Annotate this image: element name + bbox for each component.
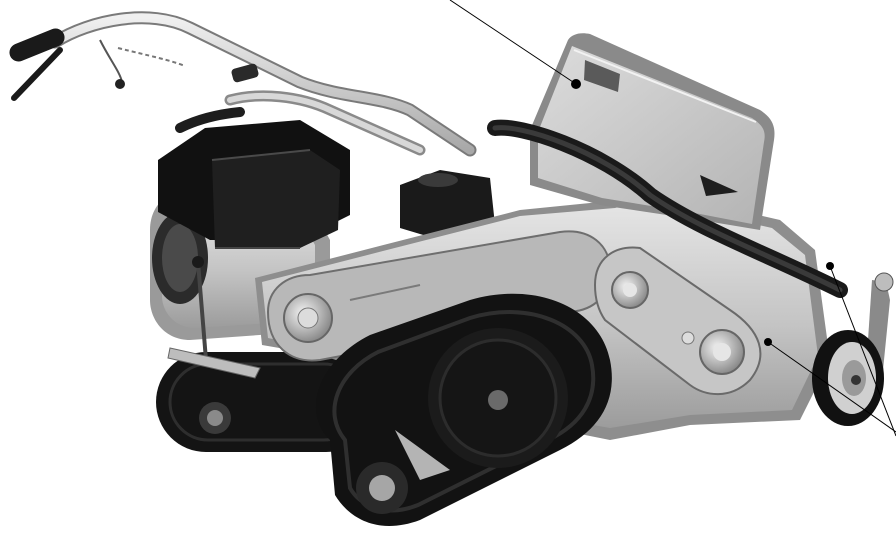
fuel-tank	[400, 170, 495, 240]
hand-grip	[9, 28, 65, 101]
bumper-bar	[487, 119, 848, 298]
deflector-shield	[530, 33, 775, 230]
callout-dot	[764, 338, 772, 346]
side-lever	[167, 256, 261, 379]
handle-lever	[175, 63, 259, 133]
callout-dot	[826, 262, 834, 270]
engine-cover	[158, 120, 350, 249]
callout-leaders	[449, 0, 896, 437]
callout-dot	[571, 79, 581, 89]
handlebar	[48, 11, 477, 157]
front-track	[315, 293, 612, 526]
cable	[99, 39, 186, 89]
belt-cover-front	[593, 246, 762, 396]
front-wheel	[812, 272, 894, 426]
